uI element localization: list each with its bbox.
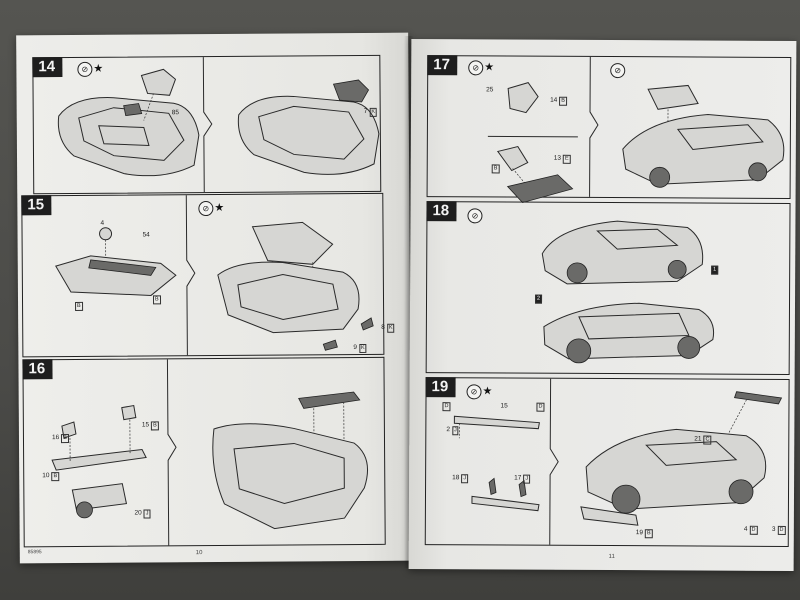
part-label: D [440,402,451,412]
no-glue-icon: ⊘ [610,63,626,79]
car-chassis-diagram [57,97,200,177]
divider-chevron [202,57,213,193]
part-label: 1 [709,265,719,275]
divider-chevron [166,359,177,546]
star-icon: ★ [482,385,493,398]
car-chassis-assembly-diagram [543,302,715,364]
page-number: 11 [608,554,615,561]
step-number: 15 [21,195,52,216]
part-label: B [490,164,500,174]
part-85-diagram [140,68,177,121]
hood-vent-diagram [487,82,578,204]
part-label: 54 [142,231,150,239]
star-icon: ★ [214,201,225,214]
divider-chevron [185,195,196,356]
part-label: 4 [100,219,105,227]
star-icon: ★ [484,61,495,74]
car-body-shell-diagram [541,220,704,285]
glue-icon: ⊘ [466,384,482,400]
step-number: 14 [32,57,63,78]
part-label: D [534,402,545,412]
star-icon: ★ [93,62,104,75]
car-complete-assembly-diagram [580,391,783,526]
car-chassis-diagram [237,79,380,175]
windshield-part-diagram [55,227,177,296]
part-label: B [73,301,83,311]
step-divider [165,359,180,546]
step-divider [548,378,563,545]
part-label: 25 [486,86,494,94]
divider-chevron [589,56,599,197]
step-number: 18 [426,201,457,222]
part-label: B [151,295,161,305]
rear-parts-diagram [51,404,147,519]
step-18-panel: 18 ⊘ 1 2 [425,201,791,375]
car-hood-assembly-diagram [622,84,785,188]
car-rear-assembly-diagram [212,391,368,530]
wing-parts-diagram [453,415,540,512]
part-label: 15 [500,402,508,410]
glue-icon: ⊘ [77,61,93,77]
part-label: 85 [171,109,179,117]
corner-code: 85895 [27,549,42,556]
step-number: 16 [22,359,53,380]
glue-icon: ⊘ [198,201,214,217]
step-divider [201,57,216,193]
step-divider [588,56,603,197]
book-gutter [404,36,414,568]
car-body-assembly-diagram [217,221,374,351]
step-divider [184,195,199,356]
no-glue-icon: ⊘ [467,208,483,224]
page-number: 10 [195,550,203,557]
divider-chevron [549,378,559,545]
step-number: 17 [427,55,457,76]
step-number: 19 [425,377,456,398]
glue-icon: ⊘ [468,60,484,76]
